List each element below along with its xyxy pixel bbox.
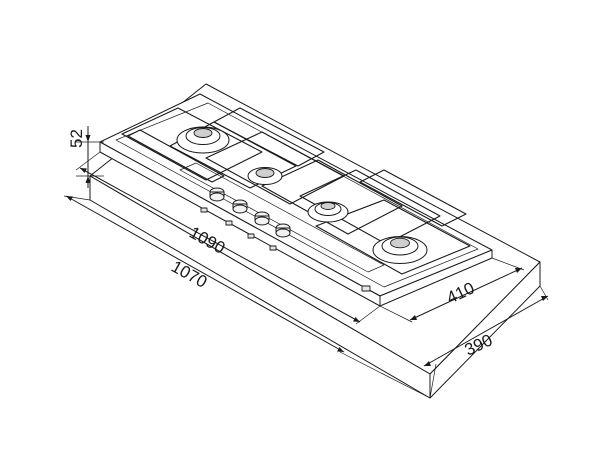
control-strip: [179, 162, 385, 273]
indicator-tab-1: [200, 207, 208, 213]
grate-rail-b: [213, 107, 325, 167]
dim-cutout-width: 1070: [63, 195, 431, 399]
knob-1: [209, 187, 225, 202]
grate-rail-a: [127, 129, 225, 183]
indicator-tab-3: [247, 233, 255, 239]
dim-height: 52: [67, 126, 104, 188]
burner-large-right: [372, 236, 428, 264]
burner-medium: [307, 201, 349, 223]
dim-height-label: 52: [67, 129, 86, 148]
hob-inner-frame: [115, 102, 479, 288]
grate-1: [121, 107, 263, 181]
grate-4: [315, 199, 471, 275]
knob-2: [232, 199, 248, 214]
grate-rail-c: [359, 169, 467, 227]
burner-small-center: [247, 167, 283, 185]
grate-3-inner: [299, 169, 441, 245]
burners: [176, 126, 428, 264]
knob-4: [275, 223, 291, 238]
pan-supports: [121, 107, 471, 275]
control-knobs: [200, 187, 371, 292]
brand-badge: [361, 285, 371, 292]
indicator-tab-4: [269, 245, 277, 251]
indicator-tab-2: [225, 220, 233, 226]
burner-large-left: [176, 126, 230, 154]
knob-3: [254, 211, 270, 226]
